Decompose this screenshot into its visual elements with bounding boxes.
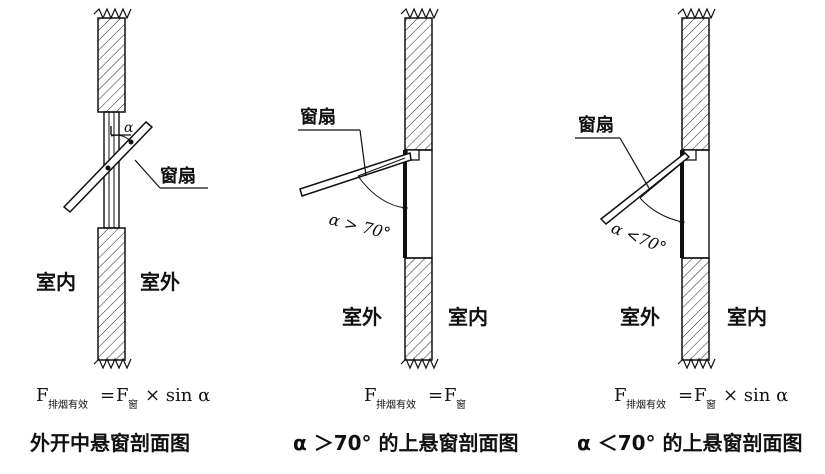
angle-label: α	[124, 120, 134, 136]
angle-label: α > 70°	[327, 209, 392, 243]
formula: F 排烟有效 = F 窗 × sin α	[36, 385, 210, 411]
formula-sub-effective: 排烟有效	[626, 398, 666, 411]
caption: 外开中悬窗剖面图	[30, 431, 190, 455]
formula-sub-effective: 排烟有效	[376, 398, 416, 411]
sash-leader	[134, 159, 208, 189]
formula-f: F	[36, 385, 49, 406]
window-sash	[599, 151, 691, 226]
formula-sub-window: 窗	[706, 398, 716, 411]
formula-eq: =	[678, 385, 693, 406]
formula-f: F	[364, 385, 377, 406]
caption: α ＞70° 的上悬窗剖面图	[293, 431, 519, 455]
sash-leader	[575, 137, 651, 191]
formula-eq: =	[428, 385, 443, 406]
wall-lower	[93, 227, 132, 370]
window-sash	[62, 120, 154, 214]
sash-label: 窗扇	[578, 114, 614, 136]
panel-center-pivot: α 窗扇 室内 室外 F 排烟有效 = F 窗 × sin α 外开中悬窗剖面图	[30, 7, 210, 455]
formula-eq: =	[100, 385, 115, 406]
panel-top-hung-large-angle: α > 70° 窗扇 室外 室内 F 排烟有效 = F 窗 α ＞70° 的上悬…	[293, 7, 519, 455]
formula-f: F	[614, 385, 627, 406]
angle-arc	[639, 197, 683, 223]
formula-rest: × sin α	[723, 385, 788, 406]
formula-f2: F	[444, 385, 457, 406]
outdoor-label: 室外	[620, 305, 660, 329]
wall-upper	[677, 7, 716, 151]
indoor-label: 室内	[727, 305, 767, 329]
angle-label: α <70°	[609, 218, 670, 257]
wall-upper	[93, 7, 132, 113]
formula-f2: F	[694, 385, 707, 406]
formula-rest: × sin α	[145, 385, 210, 406]
window-sash	[299, 152, 412, 211]
formula-sub-window: 窗	[128, 398, 138, 411]
window-frame	[403, 149, 433, 259]
sash-leader	[298, 129, 367, 177]
wall-lower	[677, 257, 716, 370]
angle-arc	[110, 134, 132, 143]
formula: F 排烟有效 = F 窗	[364, 385, 466, 411]
formula-f2: F	[116, 385, 129, 406]
wall-lower	[400, 257, 439, 370]
indoor-label: 室内	[448, 305, 488, 329]
caption: α ＜70° 的上悬窗剖面图	[577, 431, 803, 455]
panel-top-hung-small-angle: α <70° 窗扇 室外 室内 F 排烟有效 = F 窗 × sin α α ＜…	[575, 7, 803, 455]
angle-arc	[357, 175, 406, 209]
indoor-label: 室内	[36, 270, 76, 294]
formula: F 排烟有效 = F 窗 × sin α	[614, 385, 788, 411]
formula-sub-effective: 排烟有效	[48, 398, 88, 411]
outdoor-label: 室外	[140, 270, 180, 294]
sash-label: 窗扇	[160, 165, 196, 187]
formula-sub-window: 窗	[456, 398, 466, 411]
outdoor-label: 室外	[342, 305, 382, 329]
wall-upper	[400, 7, 439, 151]
window-frame	[680, 149, 710, 259]
sash-label: 窗扇	[300, 106, 336, 128]
